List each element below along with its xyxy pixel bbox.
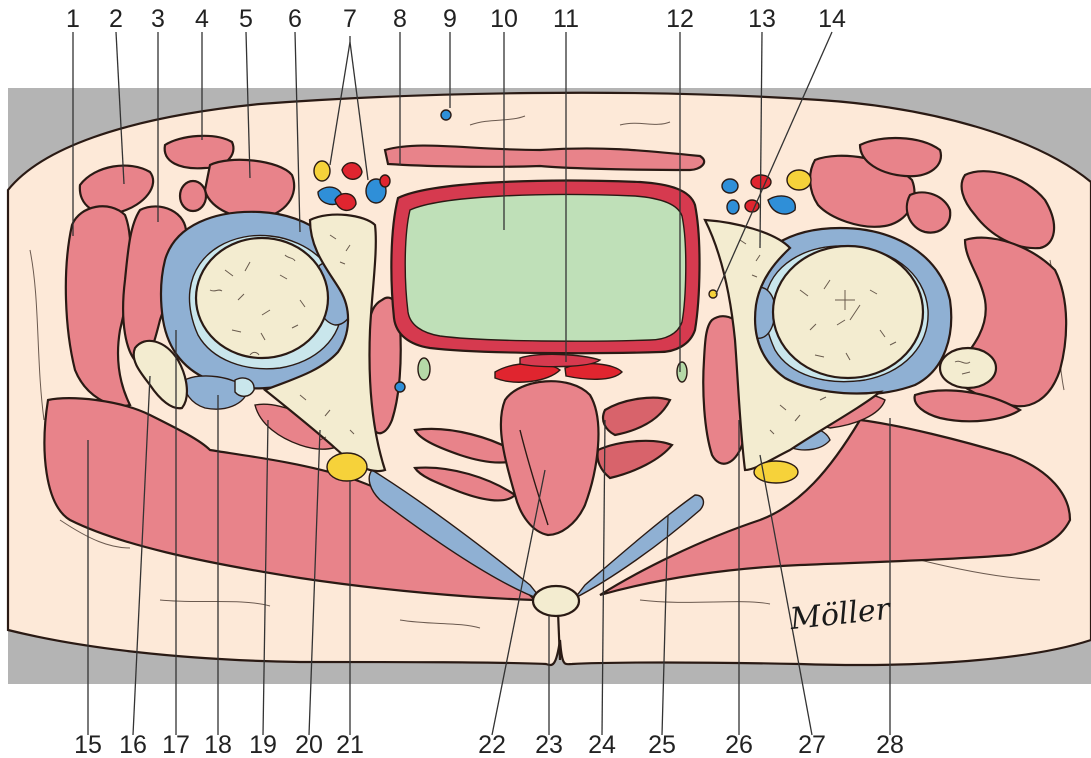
label-5: 5	[239, 5, 253, 33]
label-21: 21	[336, 731, 364, 758]
label-27: 27	[798, 731, 826, 758]
labels-bottom: 15 16 17 18 19 20 21 22 23 24 25 26 27 2…	[74, 731, 904, 758]
labels-top: 1 2 3 4 5 6 7 8 9 10 11 12 13 14	[66, 5, 846, 33]
label-22: 22	[478, 731, 506, 758]
label-19: 19	[249, 731, 277, 758]
label-4: 4	[195, 5, 209, 33]
label-20: 20	[295, 731, 323, 758]
label-28: 28	[876, 731, 904, 758]
label-24: 24	[588, 731, 616, 758]
label-16: 16	[119, 731, 147, 758]
bladder	[391, 181, 699, 354]
label-9: 9	[443, 5, 457, 33]
label-10: 10	[490, 5, 518, 33]
label-3: 3	[151, 5, 165, 33]
label-18: 18	[204, 731, 232, 758]
label-17: 17	[162, 731, 190, 758]
label-8: 8	[393, 5, 407, 33]
label-7: 7	[343, 5, 357, 33]
label-26: 26	[725, 731, 753, 758]
label-6: 6	[288, 5, 302, 33]
label-12: 12	[666, 5, 694, 33]
label-13: 13	[748, 5, 776, 33]
label-2: 2	[109, 5, 123, 33]
label-15: 15	[74, 731, 102, 758]
label-23: 23	[535, 731, 563, 758]
label-1: 1	[66, 5, 80, 33]
label-14: 14	[818, 5, 846, 33]
label-25: 25	[648, 731, 676, 758]
label-11: 11	[553, 5, 579, 33]
